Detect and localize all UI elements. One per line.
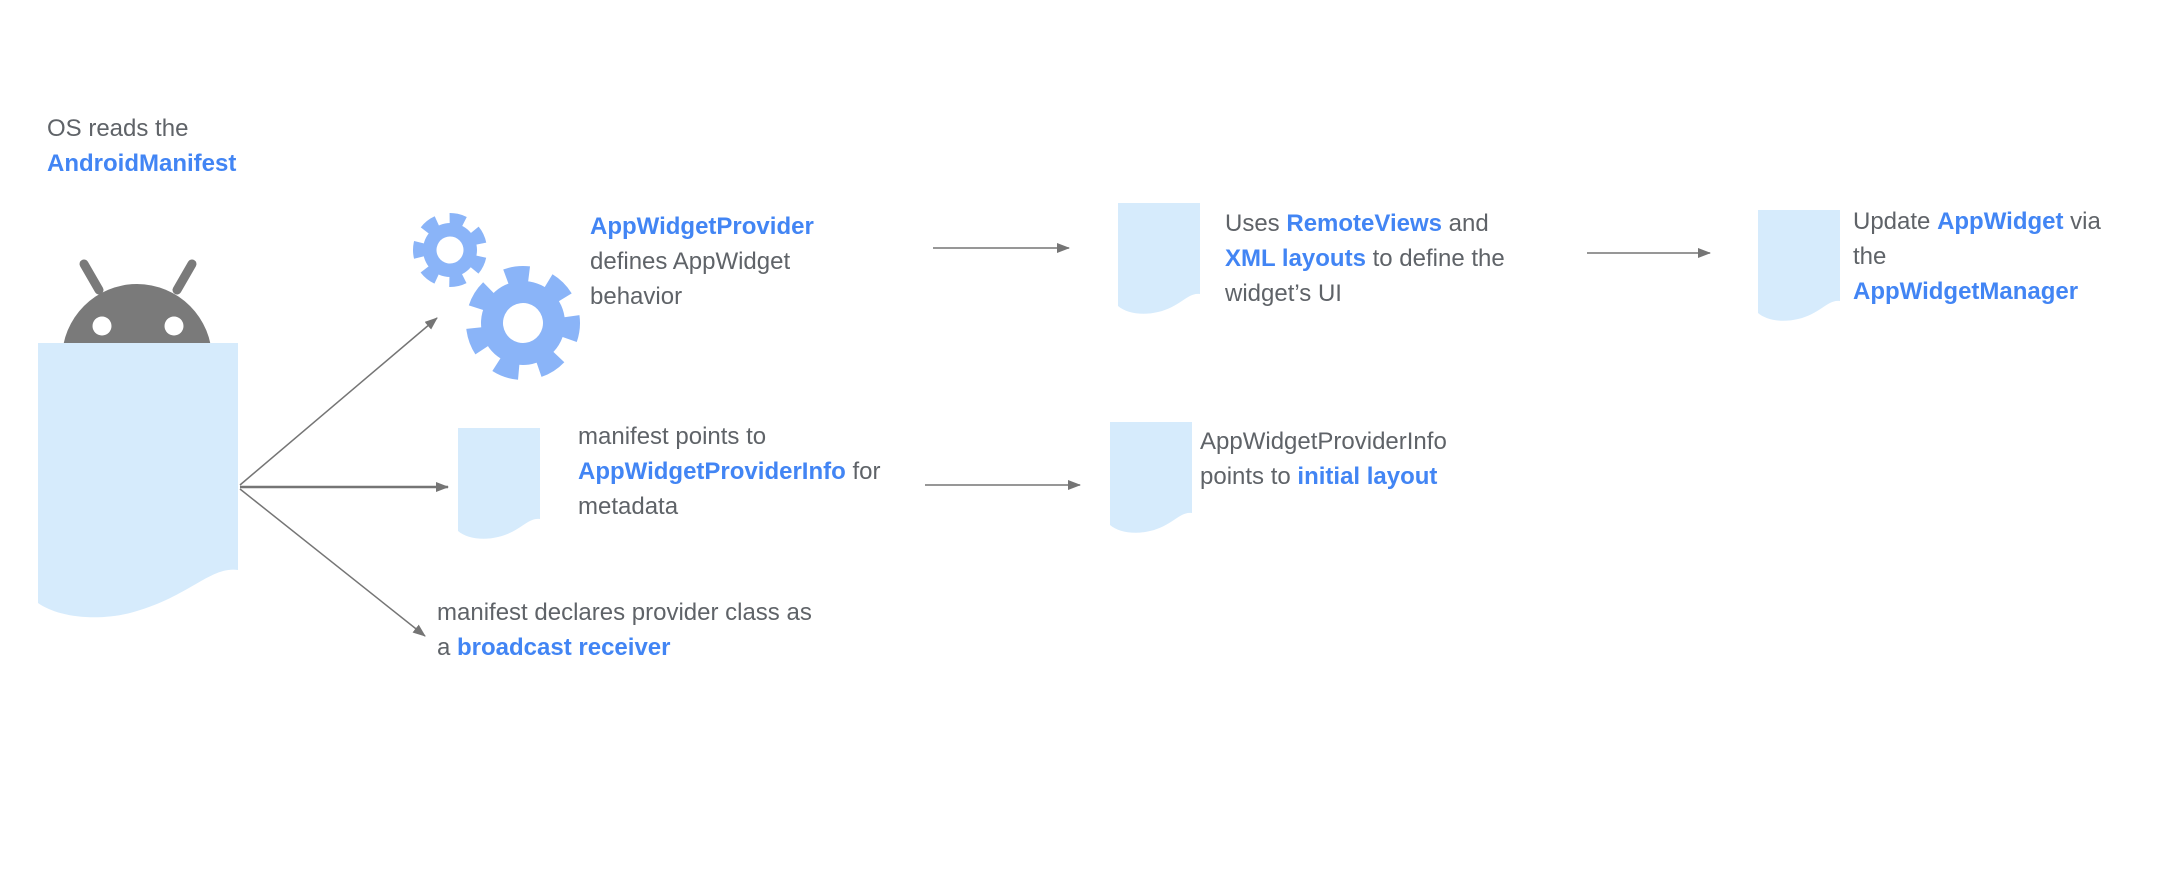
highlight-term[interactable]: initial layout [1297, 463, 1438, 490]
initial-layout-label: AppWidgetProviderInfo points to initial l… [1200, 424, 1447, 494]
highlight-term[interactable]: AndroidManifest [47, 150, 237, 177]
android-robot-icon [38, 259, 238, 618]
text-run: metadata [578, 493, 679, 520]
text-run: Uses [1225, 210, 1287, 237]
highlight-term[interactable]: RemoteViews [1286, 210, 1442, 237]
manifest-document-icon [38, 343, 238, 618]
arrow-manifest-to-broadcast [239, 488, 426, 637]
text-run: manifest points to [578, 423, 767, 450]
robot-eye-left [92, 316, 112, 336]
gear-small [413, 213, 487, 287]
highlight-term[interactable]: AppWidgetProviderInfo [578, 458, 846, 485]
robot-eye-right [164, 316, 184, 336]
broadcast-receiver-label: manifest declares provider class as a bro… [437, 595, 812, 665]
text-run: defines AppWidget [590, 248, 791, 275]
gear-large [466, 266, 580, 380]
text-run: AppWidgetProviderInfo [1200, 428, 1447, 455]
appwidgetprovider-label: AppWidgetProvider defines AppWidget behavi… [590, 209, 814, 314]
text-run: behavior [590, 283, 683, 310]
remoteviews-document-icon [1118, 203, 1200, 314]
highlight-term[interactable]: AppWidgetManager [1853, 278, 2079, 305]
highlight-term[interactable]: broadcast receiver [457, 634, 671, 661]
gears-icon [413, 213, 580, 380]
highlight-term[interactable]: AppWidgetProvider [590, 213, 814, 240]
text-run: via [2063, 208, 2101, 235]
highlight-term[interactable]: AppWidget [1937, 208, 2064, 235]
update-document-icon [1758, 210, 1840, 321]
text-run: a [437, 634, 458, 661]
highlight-term[interactable]: XML layouts [1225, 245, 1366, 272]
text-run: OS reads the [47, 115, 189, 142]
robot-antenna-right [172, 259, 197, 295]
text-run: manifest declares provider class as [437, 599, 812, 626]
robot-antenna-left [79, 259, 104, 295]
text-run: widget’s UI [1225, 280, 1342, 307]
text-run: to define the [1365, 245, 1505, 272]
text-run: points to [1200, 463, 1298, 490]
text-run: Update [1853, 208, 1938, 235]
text-run: and [1441, 210, 1489, 237]
text-run: the [1853, 243, 1887, 270]
text-run: for [845, 458, 881, 485]
providerinfo-document-icon [458, 428, 540, 539]
initiallayout-document-icon [1110, 422, 1192, 533]
